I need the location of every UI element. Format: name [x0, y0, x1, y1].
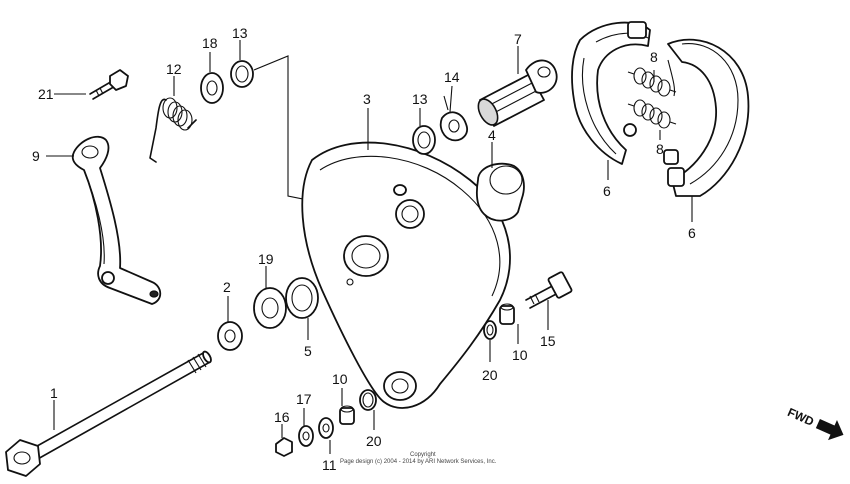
callout-8-lower: 8	[656, 141, 664, 157]
washer-17-part	[298, 425, 314, 447]
callout-4: 4	[488, 127, 496, 143]
spring-12-part	[149, 97, 197, 163]
callout-11: 11	[322, 457, 337, 473]
bolt-21-part	[89, 69, 129, 100]
collar-10-lower-part	[339, 405, 355, 425]
fwd-label: FWD	[785, 405, 816, 429]
nut-16-part	[275, 437, 293, 457]
collar-10-right-part	[499, 303, 515, 325]
callout-3: 3	[363, 91, 371, 107]
brake-panel-part	[301, 141, 511, 409]
callout-8-upper: 8	[650, 49, 658, 65]
washer-11-part	[318, 417, 334, 439]
callout-9: 9	[32, 148, 40, 164]
callout-1: 1	[50, 385, 58, 401]
return-spring-lower-part	[627, 99, 677, 129]
bolt-15-part	[525, 271, 573, 309]
spacer-19-part	[253, 287, 287, 329]
bushing-4-part	[476, 162, 525, 222]
callout-13-upper: 13	[232, 25, 248, 41]
callout-6-left: 6	[603, 183, 611, 199]
callout-16: 16	[274, 409, 290, 425]
washer-18-part	[200, 72, 224, 104]
fwd-arrow-icon	[815, 418, 844, 441]
axle-part	[5, 350, 212, 477]
copyright-line-1: Copyright	[410, 452, 436, 458]
callout-19: 19	[258, 251, 274, 267]
callout-5: 5	[304, 343, 312, 359]
callout-labels: 1 2 3 4 5 6 6 7 8 8 9 10 10 11 12 13 13 …	[32, 25, 696, 473]
callout-21: 21	[38, 86, 54, 102]
brake-arm-part	[71, 135, 162, 305]
seal-13-upper-part	[230, 60, 254, 88]
callout-7: 7	[514, 31, 522, 47]
fwd-arrow: FWD	[785, 405, 844, 441]
oring-20-lower-part	[359, 389, 377, 411]
callout-2: 2	[223, 279, 231, 295]
callout-13-middle: 13	[412, 91, 428, 107]
cam-7-part	[477, 59, 558, 127]
brake-shoe-front-part	[663, 38, 750, 197]
callout-12: 12	[166, 61, 182, 77]
copyright-notice: Copyright Page design (c) 2004 - 2014 by…	[340, 452, 497, 465]
callout-18: 18	[202, 35, 218, 51]
seal-13-middle-part	[412, 125, 436, 155]
callout-10-lower: 10	[332, 371, 348, 387]
copyright-line-2: Page design (c) 2004 - 2014 by ARI Netwo…	[340, 459, 497, 465]
collar-2-part	[217, 321, 243, 351]
callout-15: 15	[540, 333, 556, 349]
callout-20-right: 20	[482, 367, 498, 383]
callout-20-lower: 20	[366, 433, 382, 449]
brake-shoe-rear-part	[571, 21, 651, 165]
oring-20-right-part	[483, 320, 497, 340]
return-spring-upper-part	[627, 67, 677, 97]
seal-5-part	[285, 277, 319, 319]
callout-17: 17	[296, 391, 312, 407]
leader-lines	[46, 40, 693, 454]
indicator-plate-14-part	[439, 95, 468, 142]
callout-10-right: 10	[512, 347, 528, 363]
callout-6-right: 6	[688, 225, 696, 241]
callout-14: 14	[444, 69, 460, 85]
